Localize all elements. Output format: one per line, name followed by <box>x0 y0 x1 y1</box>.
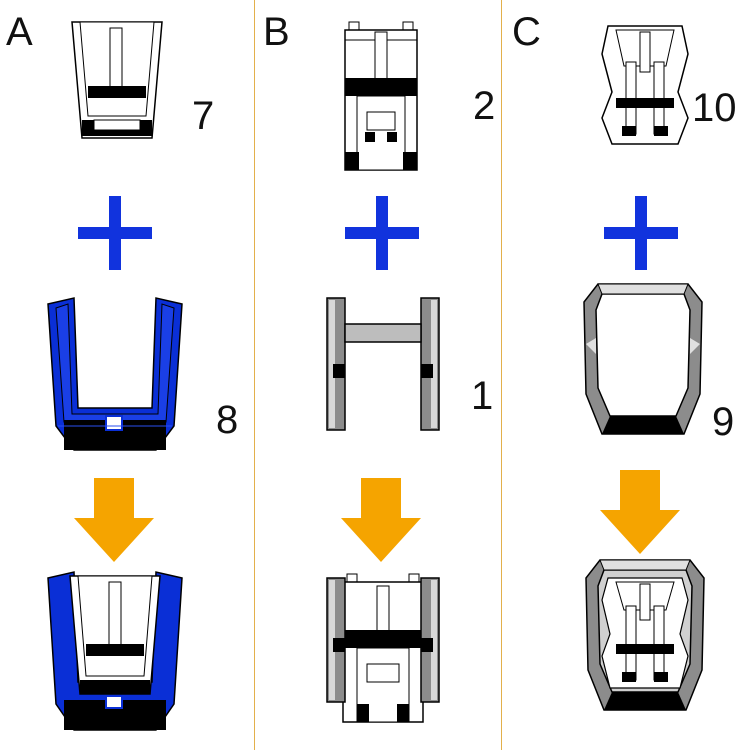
column-letter: B <box>263 10 290 54</box>
arrow-down-icon <box>600 470 680 554</box>
column-letter: C <box>512 10 541 54</box>
part-8-drawing <box>47 297 183 451</box>
plus-icon <box>604 196 678 270</box>
part-number-bottom: 9 <box>712 400 735 444</box>
column-letter: A <box>6 10 33 54</box>
part-number-top: 2 <box>473 84 496 128</box>
part-2-drawing <box>344 21 418 171</box>
part-number-top: 10 <box>692 86 737 130</box>
combined-a-drawing <box>47 571 183 731</box>
part-7-drawing <box>71 21 163 139</box>
column-c: C 10 9 <box>502 0 750 750</box>
combined-b-drawing <box>326 573 440 723</box>
column-b: B 2 1 <box>255 0 501 750</box>
part-9-drawing <box>583 283 703 435</box>
column-a: A 7 8 <box>0 0 254 750</box>
combined-c-drawing <box>585 559 705 711</box>
part-number-bottom: 1 <box>471 374 494 418</box>
arrow-down-icon <box>74 478 154 562</box>
plus-icon <box>345 196 419 270</box>
column-divider-2 <box>501 0 502 750</box>
part-number-top: 7 <box>192 94 215 138</box>
arrow-down-icon <box>341 478 421 562</box>
plus-icon <box>78 196 152 270</box>
part-1-drawing <box>326 297 440 431</box>
part-10-drawing <box>601 25 689 145</box>
column-divider-1 <box>254 0 255 750</box>
part-number-bottom: 8 <box>216 398 239 442</box>
